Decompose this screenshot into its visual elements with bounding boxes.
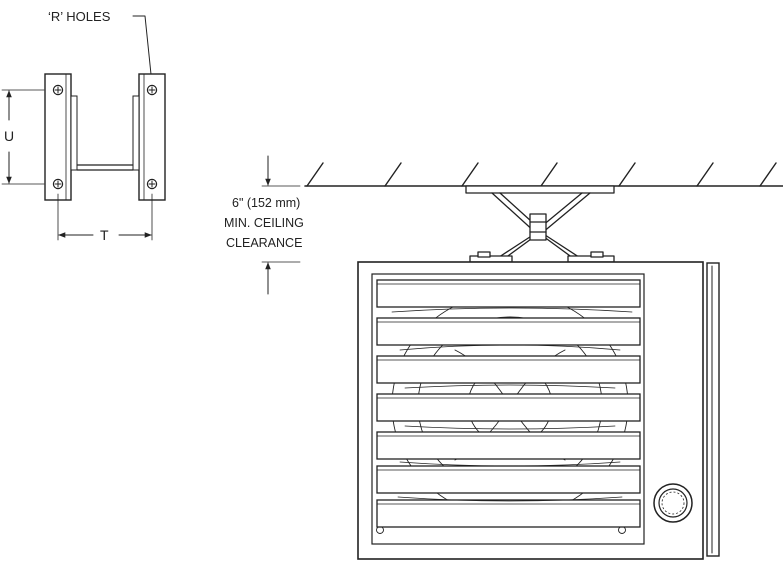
t-dimension-label: T [100,227,109,243]
clearance-line-1: 6" (152 mm) [232,196,300,210]
heater-unit [357,261,720,560]
r-holes-label: ‘R’ HOLES [48,9,111,24]
ceiling [304,162,783,187]
u-dimension-label: U [4,128,14,144]
clearance-line-3: CLEARANCE [226,236,302,250]
screw-hole-icon [146,178,158,190]
ceiling-hatch [306,162,777,187]
control-knob-icon [653,483,693,523]
bracket-right-flange [132,95,140,171]
u-dimension: U [1,89,45,185]
hanger-bracket [465,185,615,263]
t-dimension: T [57,193,153,243]
r-holes-leader [132,15,155,85]
screw-hole-icon [52,84,64,96]
louver-icon [376,279,641,528]
bracket-detail: ‘R’ HOLES [1,9,166,243]
side-flange [706,262,720,557]
clearance-line-2: MIN. CEILING [224,216,304,230]
screw-hole-icon [146,84,158,96]
bracket-left-flange [70,95,78,171]
clearance-dimension: 6" (152 mm) MIN. CEILING CLEARANCE [224,155,304,295]
screw-hole-icon [52,178,64,190]
